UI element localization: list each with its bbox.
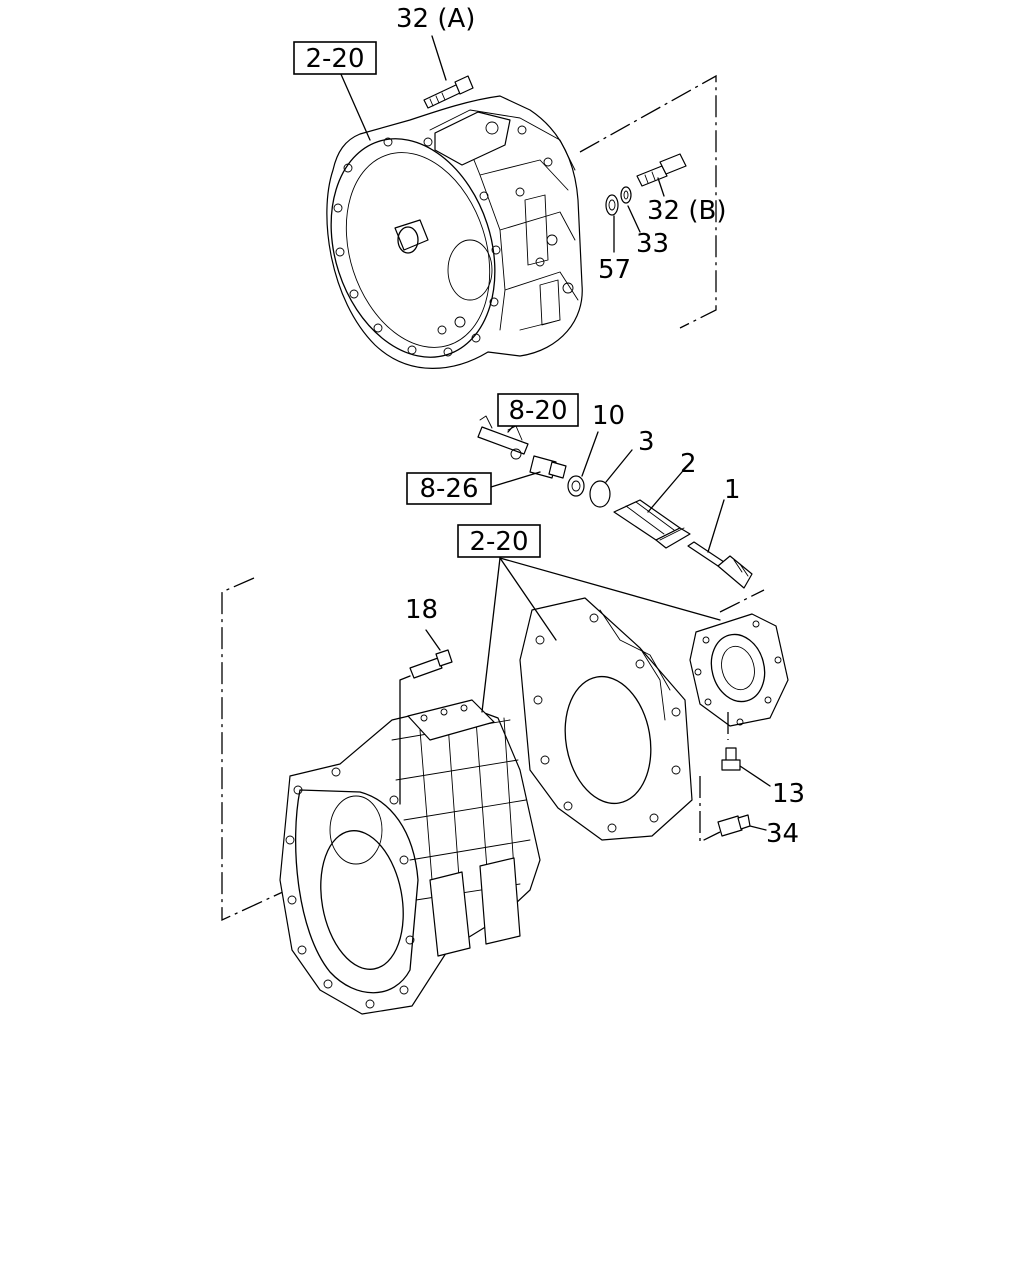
ref-box-2-20-top[interactable]: 2-20 <box>293 41 377 75</box>
ref-box-2-20-bottom[interactable]: 2-20 <box>457 524 541 558</box>
callout-57: 57 <box>598 255 631 285</box>
ref-box-8-20[interactable]: 8-20 <box>497 393 579 427</box>
callout-33: 33 <box>636 229 669 259</box>
bolt-13-drawing <box>721 747 741 771</box>
bolt-32a-drawing <box>423 75 474 109</box>
top-housing-bracket <box>579 74 717 329</box>
driven-gear-1-drawing <box>687 541 753 589</box>
callout-2: 2 <box>680 449 697 479</box>
bolt-18-drawing <box>409 649 453 679</box>
plug-34-drawing <box>717 814 751 837</box>
callout-34: 34 <box>766 819 799 849</box>
callout-13: 13 <box>772 779 805 809</box>
callout-10: 10 <box>592 401 625 431</box>
ref-label-2-20-top: 2-20 <box>305 44 364 74</box>
sensor-8-26-drawing <box>529 455 567 479</box>
callout-1: 1 <box>724 475 741 505</box>
oring-3-drawing <box>589 480 611 508</box>
callout-18: 18 <box>405 595 438 625</box>
center-plate-drawing <box>519 597 693 841</box>
rear-cover-bracket <box>719 589 765 613</box>
ref-label-8-20: 8-20 <box>508 396 567 426</box>
seal-10-drawing <box>567 475 585 497</box>
clutch-housing-drawing <box>326 95 583 369</box>
washer-33-drawing <box>620 186 632 204</box>
ref-label-2-20-bottom: 2-20 <box>469 527 528 557</box>
seal-57-drawing <box>605 194 619 216</box>
callout-32b: 32 (B) <box>647 196 726 226</box>
callout-32a: 32 (A) <box>396 4 475 34</box>
ref-label-8-26: 8-26 <box>419 474 478 504</box>
shaft-2-drawing <box>613 499 691 549</box>
bolt-32b-drawing <box>636 153 687 187</box>
ref-box-8-26[interactable]: 8-26 <box>406 472 492 505</box>
plug-34-bracket <box>699 776 721 844</box>
rear-cover-drawing <box>689 613 789 727</box>
callout-3: 3 <box>638 427 655 457</box>
transmission-case-drawing <box>279 699 541 1015</box>
